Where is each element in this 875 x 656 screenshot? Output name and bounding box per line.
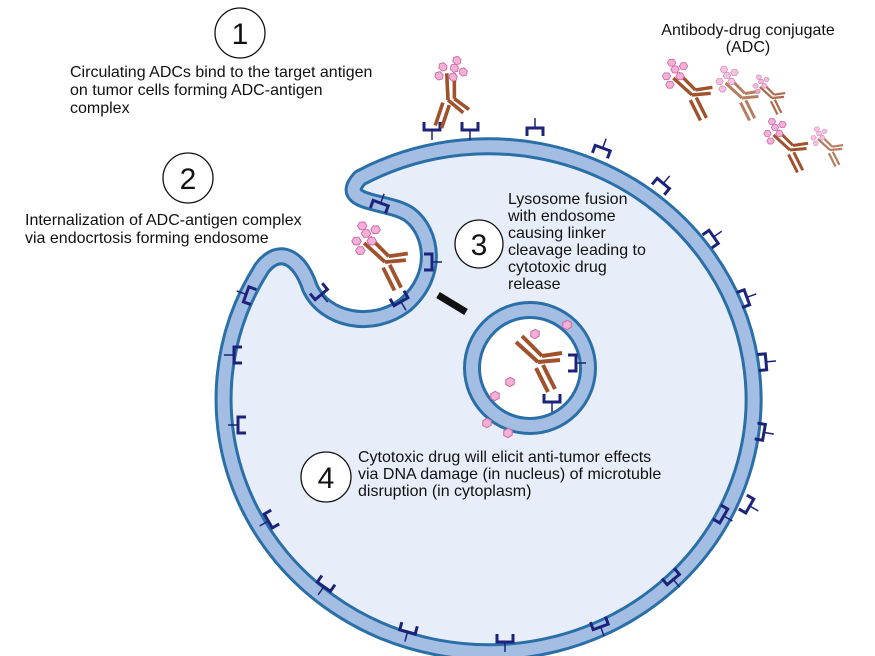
lysosome xyxy=(463,301,597,440)
step-4-text: Cytotoxic drug will elicit anti-tumor ef… xyxy=(358,449,651,466)
step-2-badge xyxy=(162,152,214,204)
step-3-text: causing linker xyxy=(508,225,607,242)
fusion-connector xyxy=(436,292,468,315)
step-3-text: release xyxy=(508,276,561,293)
step-4-number: 4 xyxy=(318,462,335,495)
adc-icon xyxy=(764,119,808,173)
step-1: 1 Circulating ADCs bind to the target an… xyxy=(70,7,372,117)
step-3-text: with endosome xyxy=(507,208,616,225)
step-3-text: cleavage leading to xyxy=(508,242,646,259)
step-1-badge xyxy=(214,7,266,59)
step-2-text: Internalization of ADC-antigen complex xyxy=(25,212,302,229)
step-4-text: disruption (in cytoplasm) xyxy=(358,483,531,500)
adc-bound-surface xyxy=(407,51,490,134)
adc-legend-group: Antibody-drug conjugate (ADC) xyxy=(661,22,843,173)
adc-title-abbrev: (ADC) xyxy=(726,39,770,56)
step-4: 4 Cytotoxic drug will elicit anti-tumor … xyxy=(300,449,661,503)
step-1-text: on tumor cells forming ADC-antigen xyxy=(70,82,323,99)
step-3-badge xyxy=(454,219,504,269)
adc-icon xyxy=(662,59,712,120)
step-3-text: Lysosome fusion xyxy=(508,191,627,208)
antigen xyxy=(525,116,545,138)
step-1-text: complex xyxy=(70,100,130,117)
step-3: 3 Lysosome fusion with endosome causing … xyxy=(454,191,646,293)
step-3-number: 3 xyxy=(471,229,488,262)
antigen xyxy=(590,134,616,160)
antigen xyxy=(422,120,442,142)
step-1-text: Circulating ADCs bind to the target anti… xyxy=(70,64,372,81)
step-3-text: cytotoxic drug xyxy=(508,259,607,276)
antigen xyxy=(650,169,678,197)
step-4-text: via DNA damage (in nucleus) of microtubl… xyxy=(358,466,661,483)
step-2: 2 Internalization of ADC-antigen complex… xyxy=(25,152,302,247)
adc-icon xyxy=(716,67,760,121)
step-2-text: via endocrtosis forming endosome xyxy=(25,230,269,247)
adc-in-endosome xyxy=(352,222,408,290)
adc-icon xyxy=(753,75,785,115)
antigen xyxy=(460,120,480,142)
step-1-number: 1 xyxy=(232,18,249,51)
step-2-number: 2 xyxy=(180,163,197,196)
adc-title: Antibody-drug conjugate xyxy=(661,22,835,39)
adc-icon xyxy=(811,127,843,167)
antigen xyxy=(737,493,764,520)
step-4-badge xyxy=(300,451,352,503)
